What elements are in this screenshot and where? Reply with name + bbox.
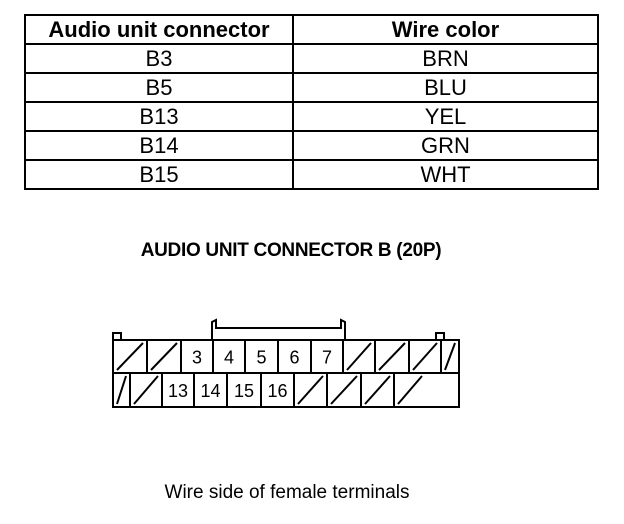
connector-cell: B13	[24, 101, 294, 132]
terminal-6: 6	[289, 340, 312, 373]
connector-left-tab	[112, 332, 122, 340]
terminal-unused	[297, 373, 328, 407]
terminal-unused	[116, 373, 131, 407]
unused-slash	[330, 375, 358, 405]
connector-cell: B14	[24, 130, 294, 161]
connector-top-row: 3 4 5 6 7	[116, 340, 456, 373]
terminal-4: 4	[224, 340, 246, 373]
terminal-unused	[444, 342, 456, 371]
unused-slash	[150, 342, 178, 371]
wire-color-cell: GRN	[292, 130, 599, 161]
terminal-unused	[133, 373, 163, 407]
terminal-number-3: 3	[192, 348, 202, 368]
unused-slash	[378, 342, 406, 371]
terminal-number-16: 16	[267, 381, 287, 401]
connector-lock-tab	[211, 318, 346, 340]
terminal-3: 3	[192, 340, 214, 373]
terminal-5: 5	[256, 340, 279, 373]
table-row: B3 BRN	[24, 43, 599, 74]
terminal-number-15: 15	[234, 381, 254, 401]
unused-slash	[364, 375, 391, 405]
wire-color-cell: BRN	[292, 43, 599, 74]
table-row: B15 WHT	[24, 159, 599, 190]
terminal-number-7: 7	[322, 348, 332, 368]
terminal-unused	[397, 375, 423, 405]
terminal-7: 7	[322, 340, 344, 373]
table-header-row: Audio unit connector Wire color	[24, 14, 599, 45]
terminal-unused	[378, 340, 410, 373]
terminal-number-13: 13	[168, 381, 188, 401]
terminal-number-14: 14	[200, 381, 220, 401]
terminal-unused	[346, 340, 376, 373]
connector-cell: B3	[24, 43, 294, 74]
unused-slash	[133, 375, 159, 405]
terminal-16: 16	[267, 373, 295, 407]
terminal-number-4: 4	[224, 348, 234, 368]
table-row: B5 BLU	[24, 72, 599, 103]
wire-color-cell: YEL	[292, 101, 599, 132]
terminal-unused	[330, 373, 362, 407]
terminal-14: 14	[200, 373, 228, 407]
terminal-unused	[412, 340, 442, 373]
terminal-13: 13	[168, 373, 195, 407]
connector-cell: B5	[24, 72, 294, 103]
wire-color-cell: BLU	[292, 72, 599, 103]
unused-slash	[397, 375, 423, 405]
header-audio-unit-connector: Audio unit connector	[24, 14, 294, 45]
unused-slash	[297, 375, 324, 405]
terminal-unused	[150, 340, 182, 373]
wire-color-cell: WHT	[292, 159, 599, 190]
unused-slash	[412, 342, 438, 371]
table-row: B13 YEL	[24, 101, 599, 132]
connector-bottom-row: 13 14 15 16	[116, 373, 423, 407]
diagram-caption: Wire side of female terminals	[164, 482, 410, 503]
connector-cell: B15	[24, 159, 294, 190]
wire-color-table: Audio unit connector Wire color B3 BRN B…	[24, 14, 599, 190]
terminal-15: 15	[234, 373, 262, 407]
unused-slash	[116, 342, 144, 371]
terminal-number-5: 5	[256, 348, 266, 368]
connector-title: AUDIO UNIT CONNECTOR B (20P)	[140, 240, 442, 261]
connector-right-tab	[435, 332, 445, 340]
table-row: B14 GRN	[24, 130, 599, 161]
unused-slash	[444, 342, 456, 371]
terminal-unused	[116, 340, 148, 373]
unused-slash	[116, 375, 127, 405]
connector-body	[112, 318, 460, 408]
unused-slash	[346, 342, 372, 371]
terminal-number-6: 6	[289, 348, 299, 368]
terminal-unused	[364, 373, 395, 407]
header-wire-color: Wire color	[292, 14, 599, 45]
